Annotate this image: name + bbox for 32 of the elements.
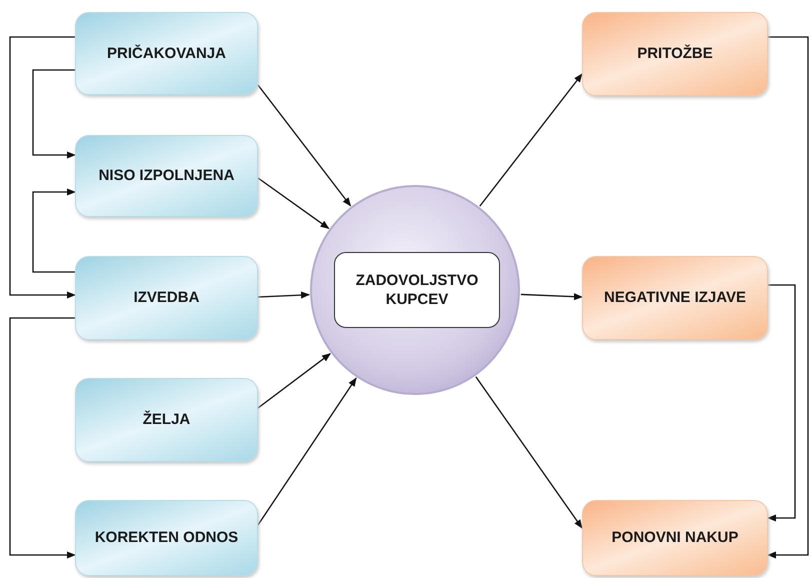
outcome-box — [582, 500, 768, 576]
arrow — [32, 188, 76, 273]
node-label: NEGATIVNE IZJAVE — [603, 288, 747, 308]
arrow — [257, 84, 352, 207]
cause-box — [75, 256, 258, 340]
arrow — [258, 291, 310, 299]
node-label: PRIČAKOVANJA — [106, 44, 227, 64]
arrow — [258, 353, 331, 409]
arrow — [475, 376, 583, 529]
node-label: PONOVNI NAKUP — [610, 528, 740, 548]
node-label: ZADOVOLJSTVO KUPCEV — [354, 270, 480, 310]
arrow — [520, 293, 583, 300]
arrow — [9, 36, 76, 299]
arrow — [32, 69, 76, 159]
arrow — [9, 317, 76, 559]
node-label: KOREKTEN ODNOS — [94, 528, 240, 548]
cause-box — [75, 12, 258, 95]
arrow — [479, 73, 583, 207]
node-label: PRITOŽBE — [636, 44, 714, 64]
arrow — [257, 377, 357, 526]
node-label: NISO IZPOLNJENA — [98, 166, 236, 186]
cause-box — [75, 500, 258, 576]
node-label: IZVEDBA — [132, 288, 200, 308]
cause-box — [75, 135, 258, 217]
outcome-box — [582, 256, 768, 340]
arrow — [258, 177, 330, 229]
cause-box — [75, 378, 258, 462]
arrow — [767, 36, 809, 559]
node-label: ŽELJA — [142, 410, 192, 430]
arrow — [767, 284, 796, 522]
outcome-box — [582, 12, 768, 96]
center-label-box — [334, 252, 500, 328]
